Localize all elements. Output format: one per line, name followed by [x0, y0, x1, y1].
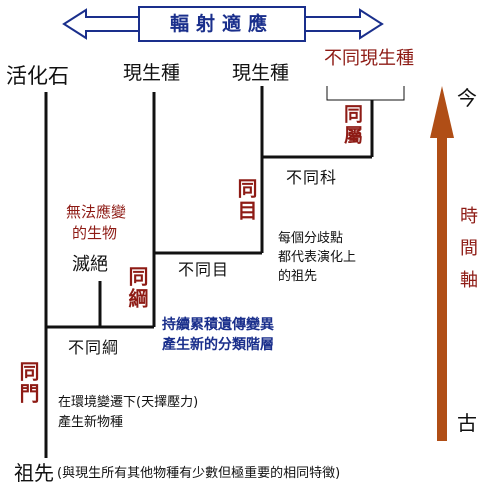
- leaf-extant-1: 現生種: [123, 62, 181, 84]
- note-accumulate-2: 產生新的分類階層: [162, 337, 274, 353]
- rank-same-genus: 同屬: [341, 104, 363, 146]
- rank-different-class: 不同綱: [68, 338, 120, 357]
- title-box: 輻射適應: [138, 6, 306, 42]
- note-branch-point-2: 都代表演化上: [278, 250, 357, 265]
- note-environment-2: 產生新物種: [58, 415, 124, 430]
- genus-bracket: [326, 86, 405, 101]
- note-extinct: 滅絕: [72, 254, 108, 275]
- time-axis-label: 時間軸: [457, 206, 478, 302]
- diagram-title: 輻射適應: [169, 12, 274, 35]
- ancestor-detail: (與現生所有其他物種有少數但極重要的相同特徵): [57, 466, 341, 481]
- time-axis-past: 古: [457, 411, 477, 435]
- rank-different-order: 不同目: [178, 260, 230, 279]
- leaf-living-fossil: 活化石: [6, 64, 69, 88]
- leaf-extant-2: 現生種: [232, 62, 290, 84]
- time-axis-now: 今: [457, 86, 477, 110]
- note-organisms: 的生物: [72, 224, 118, 242]
- note-branch-point-3: 的祖先: [278, 269, 318, 284]
- note-environment-1: 在環境變遷下(天擇壓力): [58, 395, 199, 410]
- leaf-different-extant: 不同現生種: [324, 48, 414, 69]
- rank-same-order: 同目: [234, 178, 258, 222]
- tree-lines: [44, 86, 374, 458]
- note-branch-point-1: 每個分歧點: [278, 231, 344, 246]
- ancestor-label: 祖先: [14, 461, 54, 485]
- rank-same-class: 同綱: [125, 266, 149, 310]
- rank-different-family: 不同科: [286, 168, 338, 187]
- note-cannot-adapt: 無法應變: [66, 203, 127, 221]
- rank-same-phylum: 同門: [16, 361, 40, 405]
- time-axis-arrow: [430, 86, 454, 441]
- note-accumulate-1: 持續累積遺傳變異: [162, 317, 274, 333]
